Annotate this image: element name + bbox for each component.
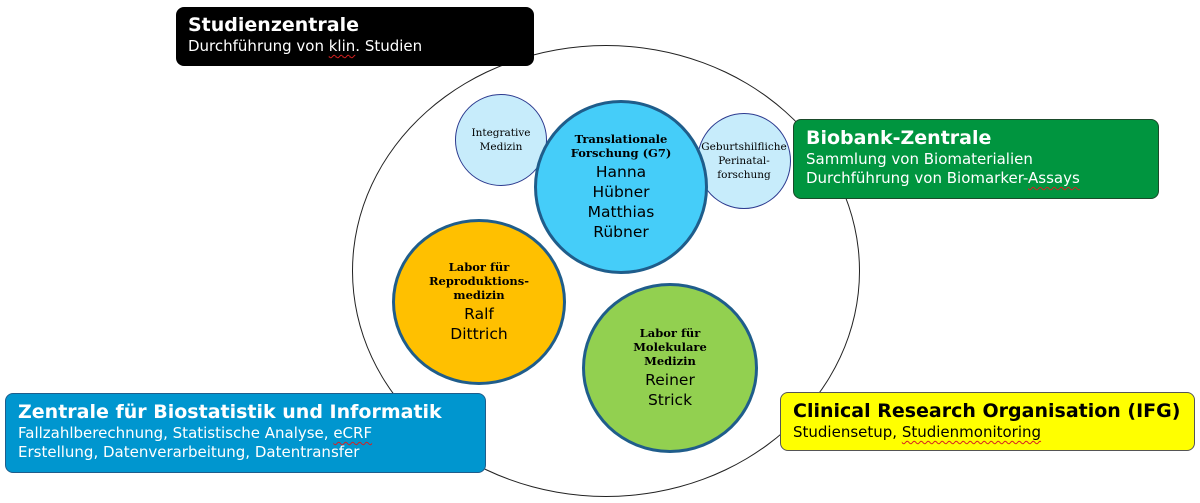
circle-subtitle: Labor für [448, 260, 510, 274]
circle-label-line: Integrative [471, 127, 531, 139]
box-line: Durchführung von klin. Studien [188, 37, 522, 56]
circle-name: Strick [647, 391, 693, 409]
circle-label-line: Geburtshilfliche [701, 141, 787, 153]
circle-subtitle: Translationale [574, 132, 668, 146]
box-title: Biobank-Zentrale [806, 127, 992, 149]
box-text-spellcheck: Studienmonitoring [901, 423, 1042, 441]
circle-subtitle: Medizin [644, 354, 696, 368]
box-text-spellcheck: Assays [1028, 169, 1080, 187]
circle-name: Reiner [645, 371, 695, 389]
circle-integrative-medizin: Integrative Medizin [455, 94, 547, 186]
circle-labor-reproduktionsmedizin: Labor für Reproduktions- medizin Ralf Di… [392, 219, 566, 385]
box-line: Sammlung von Biomaterialien [806, 150, 1033, 168]
box-text: . Studien [355, 37, 423, 55]
box-line: Durchführung von Biomarker-Assays [806, 169, 1146, 188]
box-line: Studiensetup, Studienmonitoring [793, 423, 1182, 442]
circle-subtitle: Labor für [639, 326, 701, 340]
box-studienzentrale: Studienzentrale Durchführung von klin. S… [176, 7, 534, 66]
circle-translationale-forschung: Translationale Forschung (G7) Hanna Hübn… [534, 100, 708, 274]
circle-labor-molekulare-medizin: Labor für Molekulare Medizin Reiner Stri… [582, 283, 758, 453]
box-title: Zentrale für Biostatistik und Informatik [18, 401, 442, 423]
circle-subtitle: medizin [453, 288, 505, 302]
circle-label-line: Perinatal- [718, 155, 770, 167]
box-text-spellcheck: klin [328, 37, 356, 55]
circle-subtitle: Molekulare [633, 340, 707, 354]
circle-perinatal-forschung: Geburtshilfliche Perinatal- forschung [697, 113, 791, 209]
outer-circle [352, 45, 860, 497]
box-line: Erstellung, Datenverarbeitung, Datentran… [18, 443, 360, 461]
box-text: Studiensetup, [793, 423, 902, 441]
circle-name: Matthias [587, 203, 655, 221]
box-clinical-research-organisation: Clinical Research Organisation (IFG) Stu… [780, 392, 1195, 451]
box-title: Clinical Research Organisation (IFG) [793, 400, 1181, 422]
circle-label-line: Medizin [479, 141, 523, 153]
circle-subtitle: Reproduktions- [429, 274, 529, 288]
box-text: Durchführung von Biomarker- [806, 169, 1029, 187]
circle-name: Rübner [593, 223, 649, 241]
box-text: Fallzahlberechnung, Statistische Analyse… [18, 424, 334, 442]
box-line: Fallzahlberechnung, Statistische Analyse… [18, 424, 473, 443]
circle-name: Hübner [592, 183, 650, 201]
circle-name: Hanna [595, 163, 647, 181]
circle-name: Dittrich [450, 325, 508, 343]
box-text: Durchführung von [188, 37, 329, 55]
box-title: Studienzentrale [188, 14, 359, 36]
box-biostatistik-informatik: Zentrale für Biostatistik und Informatik… [5, 393, 486, 473]
circle-name: Ralf [464, 305, 494, 323]
box-biobank-zentrale: Biobank-Zentrale Sammlung von Biomateria… [793, 119, 1159, 199]
circle-subtitle: Forschung (G7) [570, 146, 672, 160]
box-text-spellcheck: eCRF [333, 424, 373, 442]
circle-label-line: forschung [717, 169, 771, 181]
